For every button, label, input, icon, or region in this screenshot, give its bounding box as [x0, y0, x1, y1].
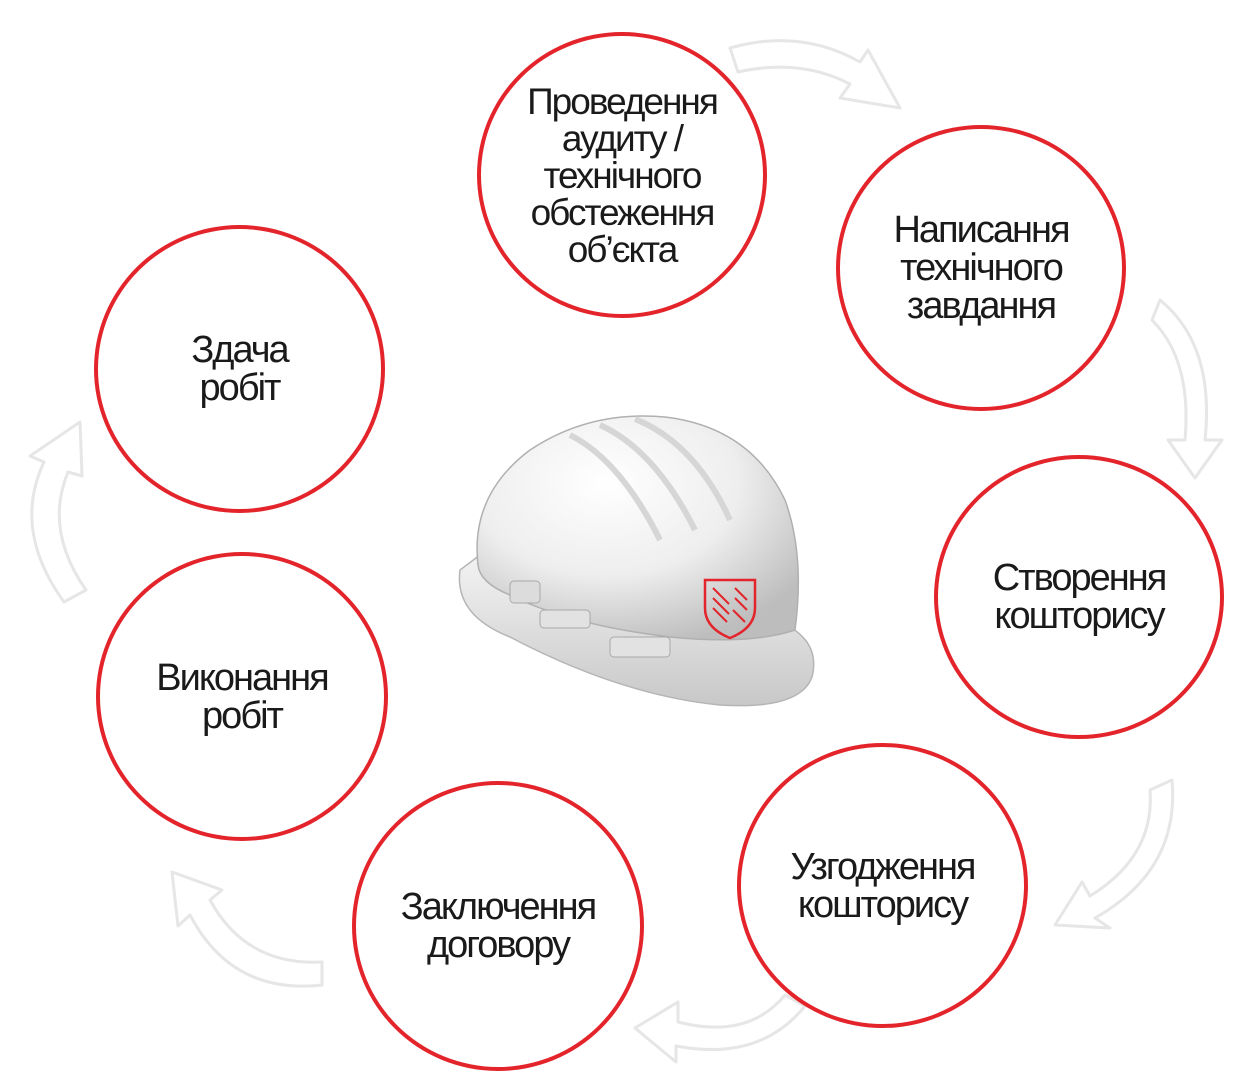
step-label: Створення кошторису [992, 557, 1168, 637]
step-handover: Здача робіт [94, 225, 385, 513]
curved-arrow-icon [633, 993, 807, 1064]
step-label: Проведення аудиту / технічного обстеженн… [527, 80, 719, 270]
step-label: Здача робіт [191, 329, 289, 409]
step-label: Виконання робіт [156, 656, 329, 737]
hard-hat-icon [458, 415, 815, 707]
curved-arrow-icon [1150, 298, 1224, 480]
step-estimate-creation: Створення кошторису [934, 455, 1224, 739]
curved-arrow-icon [28, 420, 88, 604]
shield-logo-icon [703, 578, 757, 640]
curved-arrow-icon [170, 870, 324, 988]
step-contract: Заключення договору [352, 781, 644, 1071]
curved-arrow-icon [728, 39, 902, 110]
step-label: Заключення договору [400, 886, 597, 966]
step-execution: Виконання робіт [96, 552, 388, 841]
curved-arrow-icon [1053, 778, 1175, 930]
step-estimate-approval: Узгодження кошторису [737, 743, 1028, 1028]
step-label: Узгодження кошторису [790, 845, 976, 926]
step-technical-spec: Написання технічного завдання [836, 125, 1126, 411]
step-audit: Проведення аудиту / технічного обстеженн… [477, 32, 767, 318]
step-label: Написання технічного завдання [893, 209, 1070, 327]
